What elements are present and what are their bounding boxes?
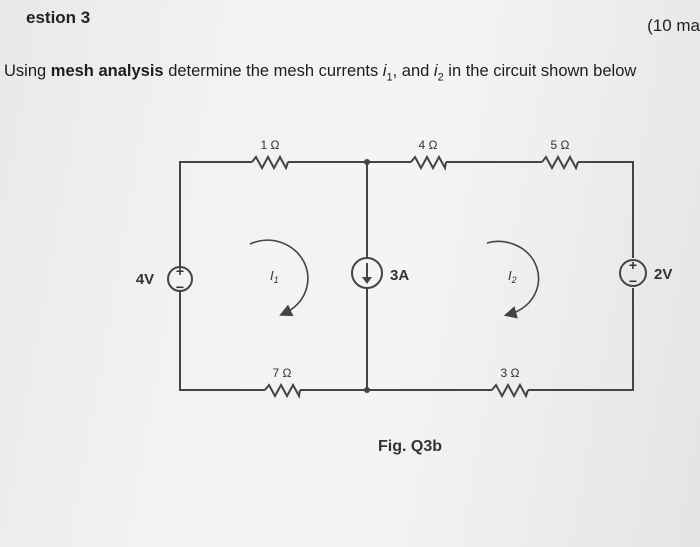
current-source (351, 257, 383, 289)
left-source-plus: + (176, 263, 184, 279)
prompt-method: mesh analysis (50, 62, 164, 80)
question-marks: (10 ma (647, 16, 700, 35)
prompt-tail: in the circuit shown below (443, 62, 637, 80)
node-bottom-center (364, 387, 370, 393)
circuit-wires (179, 161, 634, 391)
wire-left-bottom (179, 291, 265, 391)
prompt-sub-2: 2 (437, 71, 444, 84)
label-r-bottom-right: 3 Ω (501, 366, 520, 380)
resistor-3-ohm (491, 382, 529, 399)
resistor-5-ohm (541, 154, 579, 171)
label-r-top-left: 1 Ω (261, 138, 280, 152)
wire-right-top (578, 161, 634, 258)
wire-left-top (179, 161, 252, 268)
resistor-4-ohm (410, 154, 447, 172)
label-current-source: 3A (390, 267, 409, 284)
left-source-minus: − (176, 279, 184, 295)
voltage-source-right: + − (619, 257, 647, 289)
resistor-1-ohm (251, 154, 289, 171)
wire-right-bottom (528, 288, 634, 391)
figure-caption: Fig. Q3b (378, 438, 442, 455)
question-header: estion 3 (10 ma (0, 0, 700, 56)
prompt-lead: Using (4, 62, 51, 80)
question-prompt: Using mesh analysis determine the mesh c… (4, 62, 636, 83)
prompt-sep: , and (392, 62, 434, 80)
label-v-right: 2V (654, 266, 672, 283)
question-title: estion 3 (26, 8, 91, 27)
prompt-var-2: i (433, 62, 438, 80)
mesh-1-label: I1 (270, 268, 279, 285)
prompt-var-1: i (382, 62, 387, 80)
prompt-middle: determine the mesh currents (163, 62, 383, 80)
node-top-center (364, 159, 370, 165)
mesh-2-label: I2 (508, 268, 517, 285)
label-r-bottom-left: 7 Ω (273, 366, 292, 380)
label-r-top-right: 5 Ω (551, 138, 570, 152)
right-source-minus: − (629, 273, 637, 289)
mesh-1-arrow (249, 239, 309, 317)
mesh-2-arrow (486, 240, 540, 319)
label-v-left: 4V (136, 271, 154, 288)
prompt-sub-1: 1 (386, 71, 393, 84)
voltage-source-left: + − (167, 263, 193, 295)
resistor-7-ohm (264, 382, 301, 400)
right-source-plus: + (629, 257, 637, 273)
label-r-top-mid: 4 Ω (419, 138, 438, 152)
